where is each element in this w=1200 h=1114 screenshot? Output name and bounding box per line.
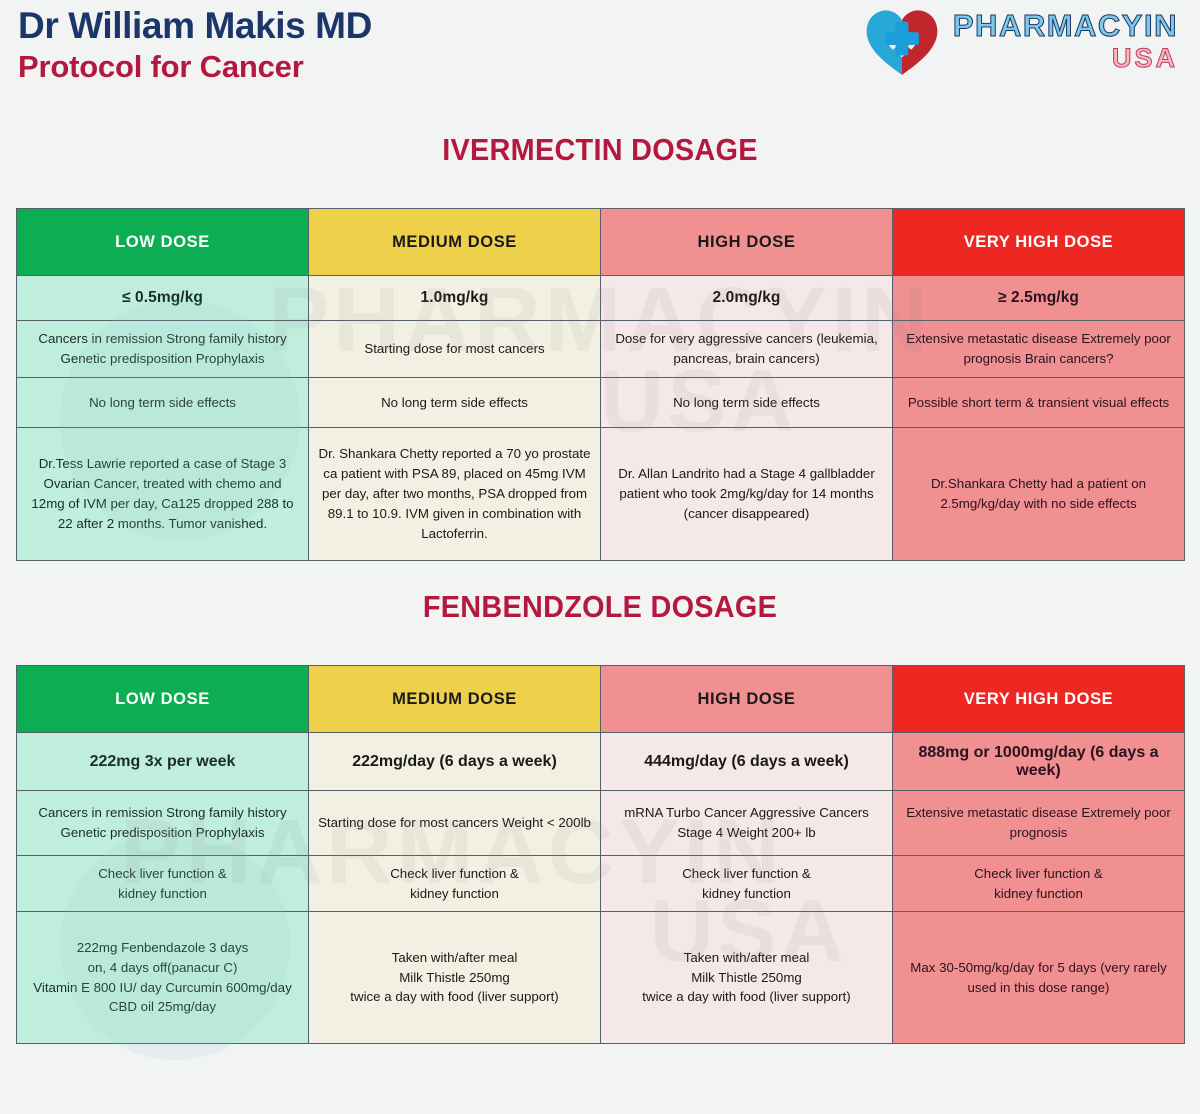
heart-hands-cross-icon: [861, 4, 943, 78]
cell-side-effects-very-high: Possible short term & transient visual e…: [892, 377, 1185, 428]
column-header-high-dose: HIGH DOSE: [600, 208, 893, 276]
cell-case-notes-very-high: Dr.Shankara Chetty had a patient on 2.5m…: [892, 427, 1185, 561]
column-header-very-high-dose: VERY HIGH DOSE: [892, 665, 1185, 733]
table-row-indication: Cancers in remission Strong family histo…: [16, 790, 1185, 856]
section-title-fenbendzole: FENBENDZOLE DOSAGE: [422, 589, 778, 624]
cell-indication-low: Cancers in remission Strong family histo…: [16, 320, 309, 378]
cell-case-notes-low: Dr.Tess Lawrie reported a case of Stage …: [16, 427, 309, 561]
cell-dose-low: 222mg 3x per week: [16, 732, 309, 791]
table-row-case-notes: Dr.Tess Lawrie reported a case of Stage …: [16, 427, 1185, 561]
cell-side-effects-low: No long term side effects: [16, 377, 309, 428]
cell-dose-medium: 222mg/day (6 days a week): [308, 732, 601, 791]
fenbendzole-dosage-table: LOW DOSE MEDIUM DOSE HIGH DOSE VERY HIGH…: [16, 665, 1185, 1044]
cell-case-notes-high: Dr. Allan Landrito had a Stage 4 gallbla…: [600, 427, 893, 561]
cell-case-notes-medium: Dr. Shankara Chetty reported a 70 yo pro…: [308, 427, 601, 561]
cell-monitoring-very-high: Check liver function &kidney function: [892, 855, 1185, 912]
table-header-row: LOW DOSE MEDIUM DOSE HIGH DOSE VERY HIGH…: [16, 208, 1185, 276]
fenbendzole-table-wrap: LOW DOSE MEDIUM DOSE HIGH DOSE VERY HIGH…: [0, 665, 1200, 1044]
page-header: Dr William Makis MD Protocol for Cancer …: [0, 0, 1200, 112]
cell-monitoring-medium: Check liver function &kidney function: [308, 855, 601, 912]
column-header-low-dose: LOW DOSE: [16, 665, 309, 733]
cell-dose-very-high: ≥ 2.5mg/kg: [892, 275, 1185, 321]
cell-indication-very-high: Extensive metastatic disease Extremely p…: [892, 790, 1185, 856]
cell-dose-low: ≤ 0.5mg/kg: [16, 275, 309, 321]
table-row-monitoring: Check liver function &kidney function Ch…: [16, 855, 1185, 912]
table-row-side-effects: No long term side effects No long term s…: [16, 377, 1185, 428]
brand-logo: PHARMACYIN USA: [861, 4, 1178, 78]
cell-protocol-notes-very-high: Max 30-50mg/kg/day for 5 days (very rare…: [892, 911, 1185, 1044]
cell-monitoring-low: Check liver function &kidney function: [16, 855, 309, 912]
page-subtitle: Protocol for Cancer: [18, 48, 304, 84]
cell-indication-high: Dose for very aggressive cancers (leukem…: [600, 320, 893, 378]
table-row-dose: 222mg 3x per week 222mg/day (6 days a we…: [16, 732, 1185, 791]
cell-dose-high: 2.0mg/kg: [600, 275, 893, 321]
cell-indication-medium: Starting dose for most cancers: [308, 320, 601, 378]
section-title-ivermectin: IVERMECTIN DOSAGE: [442, 132, 758, 167]
cell-indication-high: mRNA Turbo Cancer Aggressive Cancers Sta…: [600, 790, 893, 856]
cell-side-effects-high: No long term side effects: [600, 377, 893, 428]
cell-monitoring-high: Check liver function &kidney function: [600, 855, 893, 912]
logo-brand-text: PHARMACYIN: [952, 8, 1178, 43]
column-header-medium-dose: MEDIUM DOSE: [308, 665, 601, 733]
ivermectin-table-wrap: LOW DOSE MEDIUM DOSE HIGH DOSE VERY HIGH…: [0, 208, 1200, 561]
cell-indication-medium: Starting dose for most cancers Weight < …: [308, 790, 601, 856]
cell-dose-very-high: 888mg or 1000mg/day (6 days a week): [892, 732, 1185, 791]
column-header-low-dose: LOW DOSE: [16, 208, 309, 276]
table-row-indication: Cancers in remission Strong family histo…: [16, 320, 1185, 378]
table-row-dose: ≤ 0.5mg/kg 1.0mg/kg 2.0mg/kg ≥ 2.5mg/kg: [16, 275, 1185, 321]
ivermectin-dosage-table: LOW DOSE MEDIUM DOSE HIGH DOSE VERY HIGH…: [16, 208, 1185, 561]
cell-dose-medium: 1.0mg/kg: [308, 275, 601, 321]
page-title: Dr William Makis MD: [18, 5, 372, 46]
table-header-row: LOW DOSE MEDIUM DOSE HIGH DOSE VERY HIGH…: [16, 665, 1185, 733]
cell-indication-low: Cancers in remission Strong family histo…: [16, 790, 309, 856]
column-header-high-dose: HIGH DOSE: [600, 665, 893, 733]
logo-wordmark: PHARMACYIN USA: [952, 8, 1178, 73]
column-header-very-high-dose: VERY HIGH DOSE: [892, 208, 1185, 276]
cell-dose-high: 444mg/day (6 days a week): [600, 732, 893, 791]
column-header-medium-dose: MEDIUM DOSE: [308, 208, 601, 276]
cell-side-effects-medium: No long term side effects: [308, 377, 601, 428]
logo-country-text: USA: [1111, 43, 1178, 73]
cell-indication-very-high: Extensive metastatic disease Extremely p…: [892, 320, 1185, 378]
